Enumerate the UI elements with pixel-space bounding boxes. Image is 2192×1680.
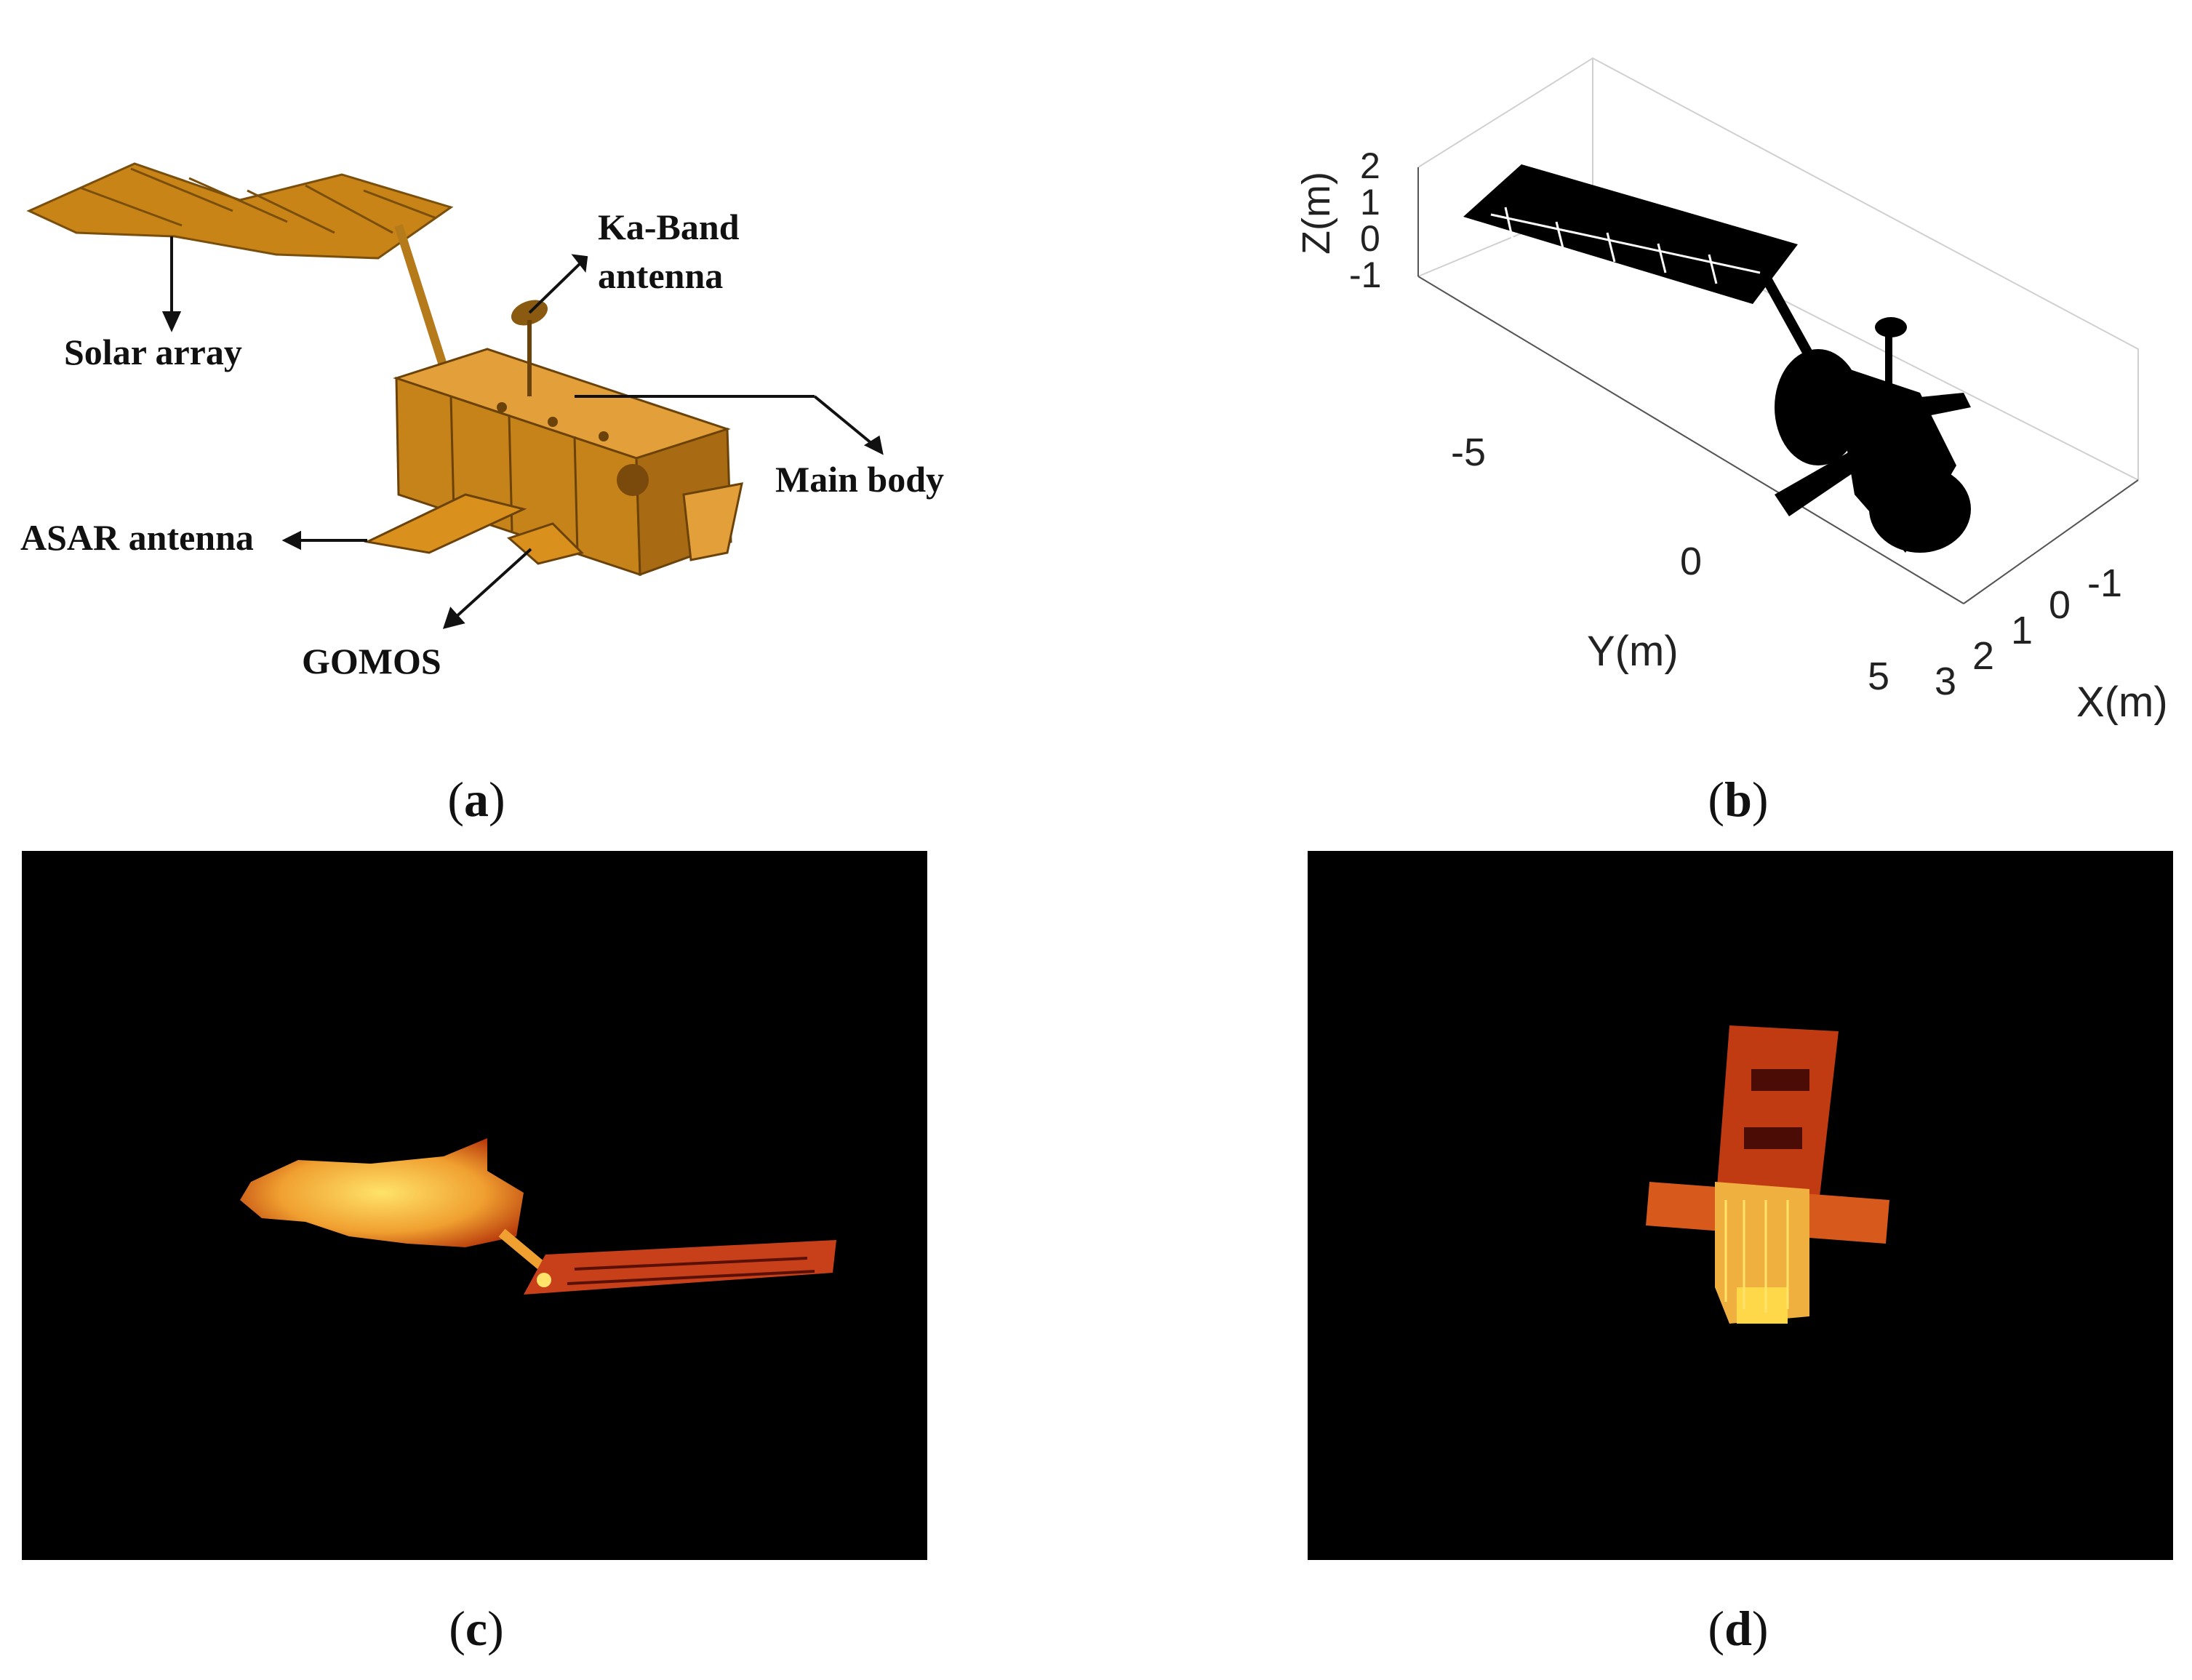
- y-tick-0: 0: [1680, 540, 1702, 583]
- z-axis-label: Z(m): [1295, 172, 1338, 255]
- panel-a-satellite-model: Solar array Ka-Band antenna Main body AS…: [0, 0, 1091, 764]
- panel-c-isar-image: [22, 851, 927, 1560]
- isar-c-solar-array: [524, 1240, 836, 1295]
- z-tick-2: 2: [1360, 145, 1380, 186]
- caption-b: (b): [1708, 772, 1769, 827]
- asar-antenna-shape: [364, 493, 527, 554]
- label-ka-band-antenna: antenna: [598, 255, 724, 296]
- solar-array-shape: [26, 162, 454, 260]
- solar-boom: [394, 224, 448, 369]
- y-tick-5: 5: [1868, 655, 1889, 698]
- x-tick-1: 1: [2011, 609, 2033, 652]
- z-tick-1: 1: [1360, 182, 1380, 223]
- isar-image-c: [240, 1138, 836, 1295]
- x-tick-3: 3: [1935, 660, 1956, 703]
- satellite-cad-drawing: [26, 162, 884, 629]
- y-axis-label: Y(m): [1587, 628, 1679, 675]
- scatter-main-body: [1775, 317, 1971, 553]
- z-tick-0: 0: [1360, 218, 1380, 259]
- front-cluster: [682, 482, 743, 561]
- x-axis-label: X(m): [2076, 679, 2168, 726]
- x-tick-0: 0: [2049, 583, 2071, 627]
- scatter-3d-plot: 2 1 0 -1 Z(m) -5 0 5 Y(m) -1 0 1 2 3 X(m…: [1295, 57, 2168, 726]
- scatter-solar-array: [1463, 164, 1798, 304]
- isar-c-body: [240, 1138, 524, 1247]
- y-tick-neg5: -5: [1451, 431, 1486, 474]
- annotation-arrows: [161, 236, 884, 629]
- label-asar-antenna: ASAR antenna: [20, 517, 254, 558]
- caption-c: (c): [449, 1601, 504, 1656]
- x-tick-2: 2: [1972, 634, 1994, 678]
- caption-a: (a): [447, 772, 505, 827]
- label-solar-array: Solar array: [64, 332, 242, 372]
- panel-b-3d-scatter: 2 1 0 -1 Z(m) -5 0 5 Y(m) -1 0 1 2 3 X(m…: [1251, 29, 2192, 749]
- x-tick-neg1: -1: [2087, 561, 2122, 605]
- axes-box: [1417, 57, 2139, 604]
- caption-d: (d): [1708, 1601, 1769, 1656]
- z-tick-neg1: -1: [1349, 255, 1381, 295]
- label-main-body: Main body: [775, 459, 945, 500]
- label-gomos: GOMOS: [302, 641, 441, 681]
- isar-image-d: [1646, 1025, 1889, 1324]
- solar-array-ribs: [1490, 207, 1761, 284]
- label-ka-band: Ka-Band: [598, 207, 740, 247]
- panel-d-isar-image: [1308, 851, 2173, 1560]
